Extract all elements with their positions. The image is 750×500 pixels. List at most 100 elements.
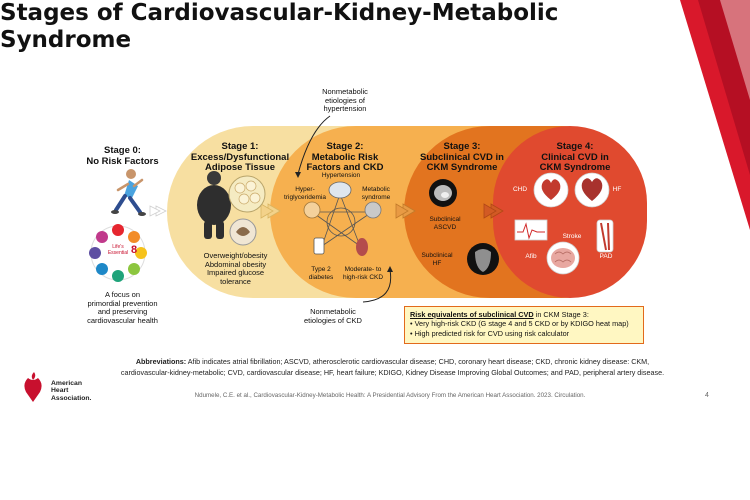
stage4-title-line-3: CKM Syndrome [539,162,611,173]
stage2-title: Stage 2: Metabolic Risk Factors and CKD [300,141,390,174]
wheel-label-line-2: Essential [107,249,129,256]
stage2-title-line-2: Metabolic Risk [311,151,379,163]
brain-icon [546,241,580,275]
stage1-desc-line-4: tolerance [220,276,251,286]
abbreviations: Abbreviations: Afib indicates atrial fib… [90,356,695,378]
stage0-note-line-3: and preserving [97,307,148,316]
stage1-title-line-2: Excess/Dysfunctional [190,151,290,163]
logo-line-1: American [51,380,82,387]
stage1-desc-line-3: Impaired glucose [206,268,265,277]
diabetes-line-2: diabetes [308,273,334,281]
ckd-line-2: high-risk CKD [342,273,384,281]
subclinical-hf-line-1: Subclinical [421,252,453,259]
adipose-tissue-icon [228,175,266,213]
stage3-title-line-3: CKM Syndrome [426,162,498,173]
ascvd-line-1: Subclinical [429,216,461,223]
citation: Ndumele, C.E. et al., Cardiovascular-Kid… [194,392,586,399]
arrow-stage0-to-1 [149,205,167,217]
ckd-label: Moderate- to high-risk CKD [337,266,389,281]
arrow-stage1-to-2 [260,203,281,219]
callout-bottom-line-1: Nonmetabolic [310,307,356,316]
chd-label: CHD [512,186,528,193]
risk-title-suffix: in CKM Stage 3: [533,310,589,319]
subclinical-hf-label: Subclinical HF [412,252,462,267]
stage4-title: Stage 4: Clinical CVD in CKM Syndrome [525,141,625,174]
stage0-note: A focus on primordial prevention and pre… [70,290,175,325]
diabetes-label: Type 2 diabetes [303,266,339,281]
slide-title: Stages of Cardiovascular-Kidney-Metaboli… [0,0,600,54]
arrow-stage3-to-4 [483,203,504,219]
stage1-description: Overweight/obesity Abdominal obesity Imp… [188,251,283,286]
hf-heart-icon [574,172,610,208]
callout-bottom-line-2: etiologies of CKD [304,315,362,325]
logo-line-2: Heart [51,387,69,395]
page-number: 4 [705,392,709,399]
pad-label: PAD [599,253,613,260]
hyper-line-2: triglyceridemia [284,193,326,201]
hyper-line-1: Hyper- [295,186,315,193]
corner-decoration [680,0,750,230]
risk-title: Risk equivalents of subclinical CVD [410,310,534,319]
callout-top-line-3: hypertension [323,104,367,113]
callout-arrow-ckd [362,269,392,303]
stage2-title-line-1: Stage 2: [326,141,364,152]
stage1-desc-line-1: Overweight/obesity [203,251,268,260]
kidney-icon [356,238,368,256]
metabolic-line-1: Metabolic [362,186,390,193]
subclinical-hf-line-2: HF [432,259,442,267]
leg-artery-icon [596,219,614,253]
glucose-meter-icon [313,237,325,255]
metabolic-syndrome-label: Metabolic syndrome [356,186,396,201]
afib-label: Afib [525,253,537,260]
metabolic-risk-network [303,181,382,256]
wheel-label-line-1: Life's [112,244,124,250]
callout-arrow-hypertension [297,115,331,175]
stage3-title: Stage 3: Subclinical CVD in CKM Syndrome [412,141,512,174]
stage1-title-line-1: Stage 1: [221,141,259,152]
ct-heart-icon [429,179,457,207]
runner-icon [111,169,146,216]
stage1-title-line-3: Adipose Tissue [204,162,276,173]
chd-heart-icon [533,172,569,208]
stage1-title: Stage 1: Excess/Dysfunctional Adipose Ti… [185,141,295,174]
abbreviations-line-2: cardiovascular-kidney-metabolic; CVD, ca… [120,368,665,377]
triglyceride-icon [303,201,321,219]
obese-figure-icon [197,171,231,239]
stage0-note-line-4: cardiovascular health [87,315,158,325]
title-line-1: Stages of Cardiovascular-Kidney-Metaboli… [0,0,559,26]
aha-logo-text: American Heart Association. [51,380,91,402]
wheel-label: Life's Essential [104,244,132,256]
stage3-title-line-2: Subclinical CVD in [420,151,504,163]
stage4-title-line-1: Stage 4: [556,141,594,152]
callout-hypertension: Nonmetabolic etiologies of hypertension [305,87,385,114]
title-line-2: Syndrome [0,27,132,53]
abbreviations-label: Abbreviations: [135,357,187,366]
lifes-essential-8-wheel-icon [89,224,147,282]
stroke-label: Stroke [562,233,582,240]
stage4-band [493,126,647,298]
callout-top-line-2: etiologies of [324,95,366,105]
metabolic-line-2: syndrome [361,193,391,201]
ecg-icon [514,219,548,241]
arrow-stage2-to-3 [395,203,416,219]
risk-bullet-1: • Very high-risk CKD (G stage 4 and 5 CK… [410,319,629,329]
blood-pressure-icon [328,181,352,199]
logo-line-3: Association. [51,394,92,402]
stage2-title-line-3: Factors and CKD [306,162,384,173]
risk-equivalents-box: Risk equivalents of subclinical CVD in C… [404,306,644,344]
hf-label: HF [612,186,622,193]
metabolic-syndrome-icon [364,201,382,219]
risk-bullet-2: • High predicted risk for CVD using risk… [410,328,570,338]
hypertension-label: Hypertension [321,172,361,179]
stage4-title-line-2: Clinical CVD in [541,151,609,163]
callout-ckd: Nonmetabolic etiologies of CKD [293,307,373,325]
abbreviations-line-1: Afib indicates atrial fibrillation; ASCV… [187,357,650,366]
wheel-number: 8 [130,244,138,256]
echo-heart-icon [467,243,499,275]
stage1-desc-line-2: Abdominal obesity [204,259,267,269]
ckd-line-1: Moderate- to [344,266,382,273]
hypertriglyceridemia-label: Hyper- triglyceridemia [283,186,327,201]
stage0-title: Stage 0: No Risk Factors [80,145,165,167]
